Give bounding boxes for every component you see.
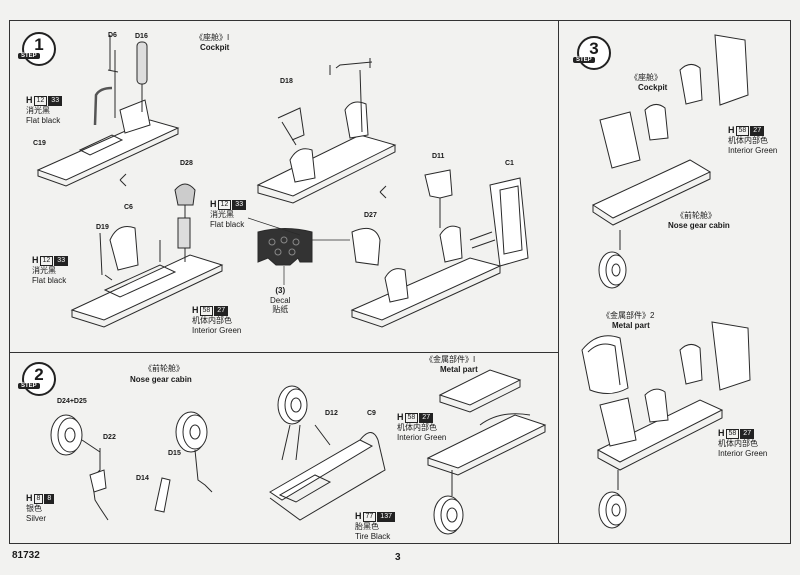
part-C9: C9 (367, 410, 376, 417)
decal-label: (3) Decal 贴纸 (270, 286, 291, 314)
catalog-number: 81732 (12, 550, 40, 561)
cockpit-title-en-1: Cockpit (200, 43, 230, 52)
part-D11: D11 (432, 153, 445, 160)
step-arrows (119, 173, 387, 199)
step-3-badge: 3 STEP (573, 36, 611, 70)
cockpit-floor-drawing-2 (70, 183, 224, 328)
nose-gear-bay-drawing (269, 432, 386, 521)
part-C6: C6 (124, 204, 133, 211)
part-D27: D27 (364, 212, 377, 219)
part-C1: C1 (505, 160, 514, 167)
part-D24D25: D24+D25 (57, 398, 87, 405)
part-D19: D19 (96, 224, 109, 231)
metal-title-en-3: Metal part (612, 321, 650, 330)
page-number: 3 (395, 552, 401, 563)
cockpit-floor-drawing-3 (256, 58, 397, 204)
step-1-badge: 1 STEP (18, 32, 56, 66)
metal-title-cn-3: 《金属部件》2 (602, 311, 655, 320)
cockpit-title-en-3: Cockpit (638, 83, 668, 92)
part-D12: D12 (325, 410, 338, 417)
nose-gear-title-en-3: Nose gear cabin (668, 221, 730, 230)
cockpit-title-cn-1: 《座舱》I (195, 33, 230, 42)
cockpit-title-cn-3: 《座舱》 (630, 73, 662, 82)
cockpit-floor-drawing-1 (36, 35, 180, 187)
step-2-badge: 2 STEP (18, 362, 56, 396)
nose-wheel-drawing-2 (154, 411, 213, 513)
step3-panel (558, 20, 791, 544)
cockpit-assembly-drawing-top (591, 34, 749, 289)
part-D16: D16 (135, 33, 148, 40)
part-D14: D14 (136, 475, 149, 482)
instrument-panel-decal-drawing (247, 217, 350, 285)
metal-part-drawing (426, 369, 547, 535)
nose-gear-title-en-2: Nose gear cabin (130, 375, 192, 384)
nose-gear-title-cn-3: 《前轮舱》 (676, 211, 716, 220)
part-D18: D18 (280, 78, 293, 85)
cockpit-assembly-drawing-bottom (581, 321, 751, 529)
cockpit-floor-drawing-4 (350, 169, 529, 328)
nose-wheel-drawing-1 (50, 414, 109, 521)
part-D28: D28 (180, 160, 193, 167)
part-D15: D15 (168, 450, 181, 457)
metal-title-cn-2: 《金属部件》I (425, 355, 476, 364)
part-D22: D22 (103, 434, 116, 441)
part-D6: D6 (108, 32, 117, 39)
part-C19: C19 (33, 140, 46, 147)
metal-title-en-2: Metal part (440, 365, 478, 374)
nose-wheel-drawing-3 (277, 385, 331, 461)
nose-gear-title-cn-2: 《前轮舱》 (144, 364, 184, 373)
